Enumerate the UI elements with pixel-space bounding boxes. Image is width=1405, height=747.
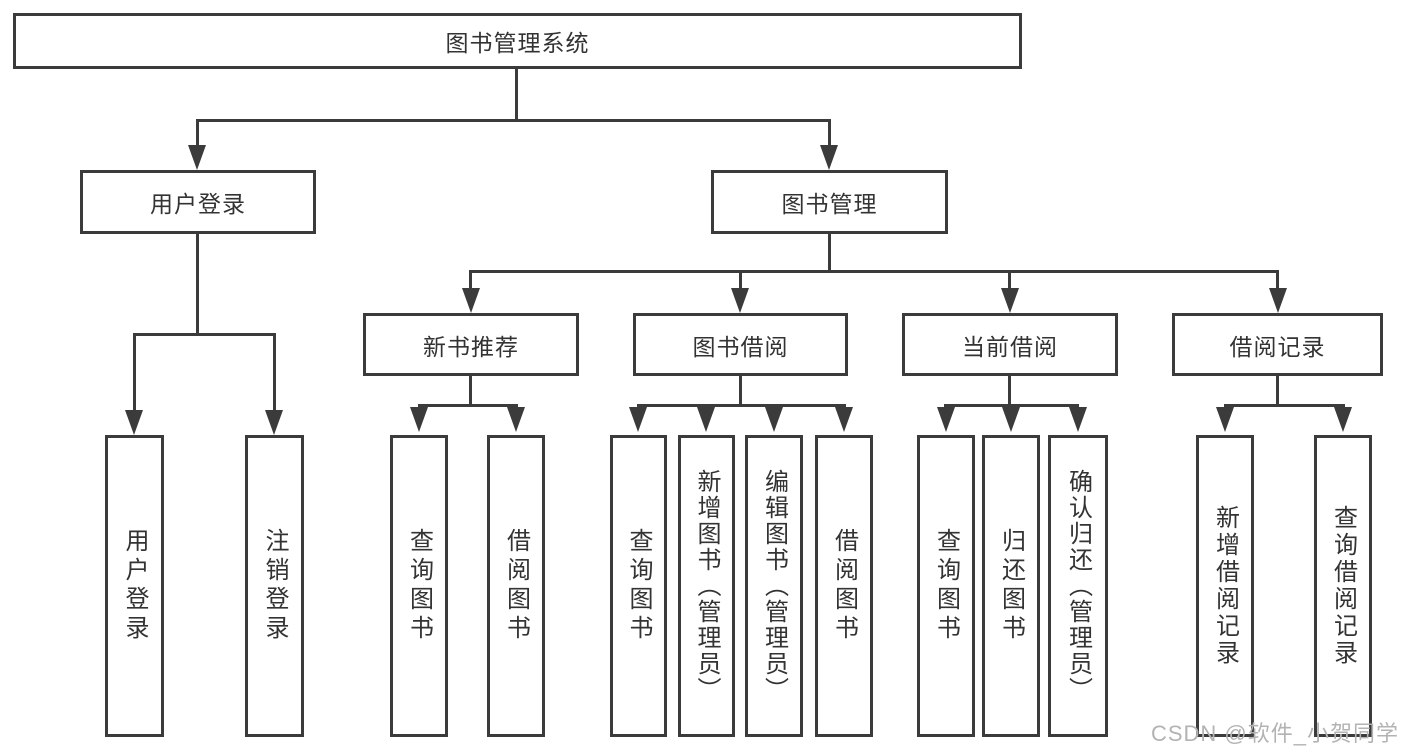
- leaf-confirm-return-admin: 确认归还（管理员）: [1048, 435, 1108, 737]
- leaf-add-borrow-record: 新增借阅记录: [1196, 435, 1254, 737]
- connector-userlogin-drop-left: [133, 333, 136, 413]
- connector-bookmgmt-stem: [828, 233, 831, 273]
- connector-userlogin-bar: [133, 333, 276, 336]
- arrow-to-leaf-logout: [265, 410, 283, 435]
- arrow-to-leaf-user-login: [125, 410, 143, 435]
- arrow-to-book-mgmt: [820, 145, 838, 170]
- csdn-watermark: CSDN @软件_小贺同学: [1150, 721, 1399, 746]
- arrow-to-leaf-query-book-1: [410, 407, 428, 432]
- leaf-query-book-3: 查询图书: [917, 435, 975, 737]
- arrow-to-leaf-add-record: [1216, 407, 1234, 432]
- arrow-to-leaf-query-book-2: [629, 407, 647, 432]
- connector-bookmgmt-drop-3: [1008, 270, 1011, 292]
- connector-root-drop-left: [196, 119, 199, 149]
- connector-bookmgmt-bar: [469, 270, 1278, 273]
- connector-currentborrow-bar: [944, 404, 1079, 407]
- node-borrow-records: 借阅记录: [1172, 313, 1383, 376]
- node-root-library-system: 图书管理系统: [13, 13, 1022, 69]
- connector-root-drop-right: [828, 119, 831, 149]
- connector-newbookrec-bar: [418, 404, 518, 407]
- leaf-user-login: 用户登录: [105, 435, 164, 737]
- arrow-to-new-book-rec: [462, 288, 480, 313]
- arrow-to-current-borrow: [1001, 288, 1019, 313]
- arrow-to-leaf-confirm-return: [1069, 407, 1087, 432]
- arrow-to-leaf-borrow-book-2: [835, 407, 853, 432]
- connector-root-bar: [196, 119, 831, 122]
- node-user-login: 用户登录: [80, 170, 316, 234]
- arrow-to-leaf-borrow-book-1: [507, 407, 525, 432]
- connector-newbookrec-stem: [469, 376, 472, 407]
- connector-bookborrow-stem: [739, 376, 742, 407]
- connector-bookmgmt-drop-2: [739, 270, 742, 292]
- arrow-to-leaf-query-record: [1334, 407, 1352, 432]
- node-book-mgmt: 图书管理: [711, 170, 948, 234]
- connector-borrowrecords-stem: [1276, 376, 1279, 407]
- connector-bookmgmt-drop-1: [469, 270, 472, 292]
- leaf-edit-book-admin: 编辑图书（管理员）: [745, 435, 803, 737]
- leaf-borrow-book-2: 借阅图书: [815, 435, 873, 737]
- arrow-to-borrow-records: [1269, 288, 1287, 313]
- arrow-to-book-borrow: [731, 288, 749, 313]
- arrow-to-leaf-query-book-3: [937, 407, 955, 432]
- leaf-borrow-book-1: 借阅图书: [487, 435, 545, 737]
- arrow-to-leaf-add-book: [697, 407, 715, 432]
- leaf-query-borrow-record: 查询借阅记录: [1314, 435, 1372, 737]
- leaf-add-book-admin: 新增图书（管理员）: [678, 435, 735, 737]
- leaf-query-book-1: 查询图书: [390, 435, 448, 737]
- connector-root-stem: [515, 68, 518, 121]
- connector-userlogin-drop-right: [273, 333, 276, 413]
- connector-currentborrow-stem: [1008, 376, 1011, 407]
- leaf-query-book-2: 查询图书: [610, 435, 667, 737]
- node-book-borrow: 图书借阅: [633, 313, 848, 376]
- arrow-to-leaf-edit-book: [765, 407, 783, 432]
- node-current-borrow: 当前借阅: [902, 313, 1118, 376]
- arrow-to-leaf-return-book: [1002, 407, 1020, 432]
- node-new-book-rec: 新书推荐: [363, 313, 579, 376]
- leaf-logout: 注销登录: [245, 435, 304, 737]
- connector-bookmgmt-drop-4: [1276, 270, 1279, 292]
- connector-userlogin-stem: [196, 233, 199, 336]
- arrow-to-user-login: [188, 145, 206, 170]
- leaf-return-book: 归还图书: [982, 435, 1040, 737]
- connector-borrowrecords-bar: [1224, 404, 1345, 407]
- connector-bookborrow-bar: [637, 404, 846, 407]
